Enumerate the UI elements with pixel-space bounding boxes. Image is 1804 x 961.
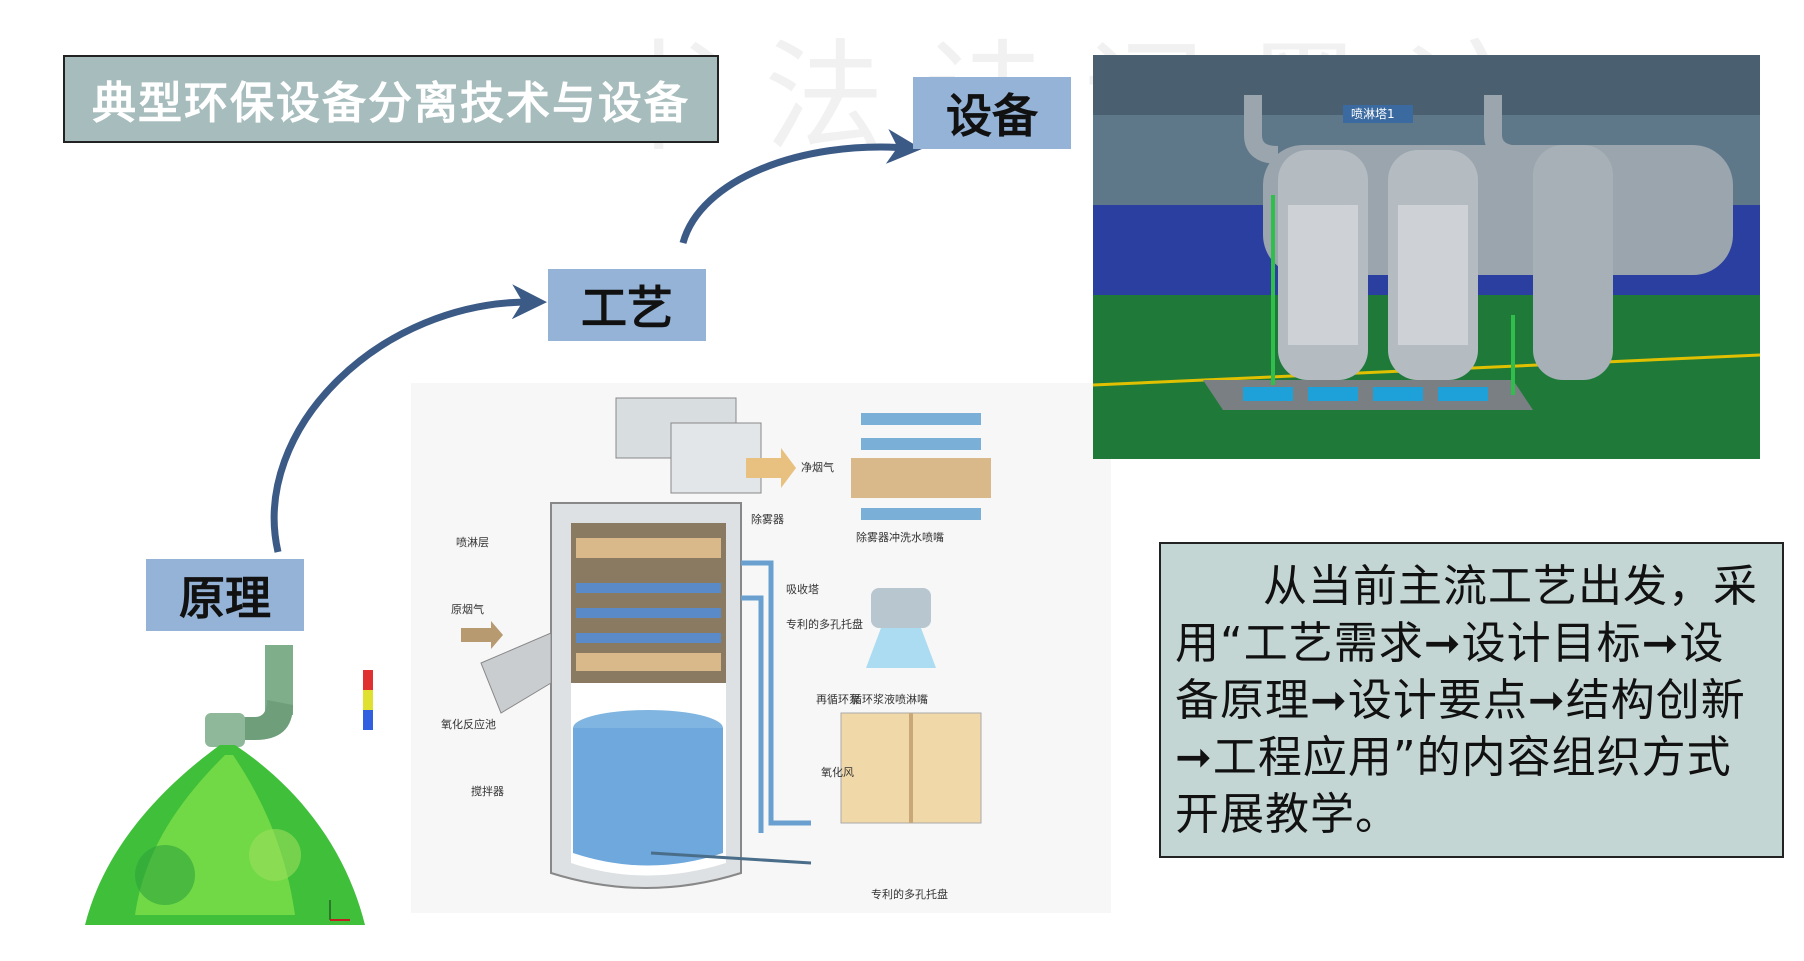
- label-recirc-pump: 再循环泵: [816, 693, 860, 706]
- description-text: 从当前主流工艺出发，采用“工艺需求➞设计目标➞设备原理➞设计要点➞结构创新➞工程…: [1175, 561, 1758, 840]
- label-tray-bottom: 专利的多孔托盘: [871, 887, 948, 901]
- plant-render-image: 喷淋塔1: [1093, 55, 1760, 459]
- absorber-tower-diagram: 净烟气 除雾器 喷淋层 原烟气 吸收塔 专利的多孔托盘 再循环泵 氧化反应池 搅…: [411, 383, 1111, 913]
- label-demister: 除雾器: [751, 512, 784, 526]
- label-raw-gas: 原烟气: [451, 602, 484, 616]
- label-oxidation-air: 氧化风: [821, 765, 854, 779]
- slide-title-box: 典型环保设备分离技术与设备: [63, 55, 719, 143]
- step-equipment: 设备: [913, 77, 1071, 149]
- label-agitator: 搅拌器: [471, 784, 504, 798]
- label-slurry-nozzle: 循环浆液喷淋嘴: [851, 692, 928, 706]
- plant-tower-label: 喷淋塔1: [1351, 107, 1395, 121]
- label-clean-gas: 净烟气: [801, 460, 834, 474]
- step-principle: 原理: [146, 559, 304, 631]
- label-demister-wash: 除雾器冲洗水喷嘴: [856, 530, 944, 544]
- label-absorber: 吸收塔: [786, 582, 819, 596]
- description-box: 从当前主流工艺出发，采用“工艺需求➞设计目标➞设备原理➞设计要点➞结构创新➞工程…: [1159, 542, 1784, 858]
- label-tray: 专利的多孔托盘: [786, 617, 863, 631]
- label-oxidation-tank: 氧化反应池: [441, 717, 496, 731]
- label-spray-layer: 喷淋层: [456, 536, 489, 549]
- spray-simulation-image: [45, 645, 405, 930]
- step-process: 工艺: [548, 269, 706, 341]
- slide-title: 典型环保设备分离技术与设备: [92, 78, 690, 129]
